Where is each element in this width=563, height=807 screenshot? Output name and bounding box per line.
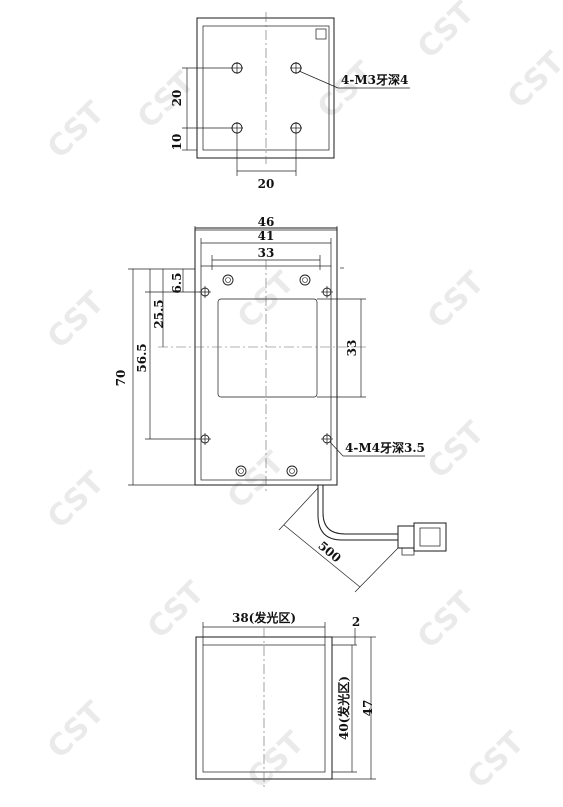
watermark-11: CST [421, 415, 492, 486]
top-view-dims-left: 20 10 [170, 67, 232, 151]
dim-side-height: 47 [361, 700, 375, 717]
dim-top-horizontal-spacing: 20 [258, 177, 275, 191]
watermark-1: CST [41, 95, 112, 166]
watermark-4: CST [411, 0, 482, 66]
dim-front-hole-spacing: 33 [258, 246, 275, 260]
dim-side-wall: 2 [352, 615, 360, 629]
small-hole-icon [222, 274, 234, 286]
top-view-holes [231, 62, 302, 134]
dim-front-height: 70 [114, 370, 128, 387]
small-hole-icon [235, 465, 247, 477]
front-view-dims-top: 46 41 33 [194, 215, 338, 270]
cable-line-2 [322, 485, 398, 535]
watermark-13: CST [411, 585, 482, 656]
watermark-5: CST [501, 45, 563, 116]
front-view-dims-left: 70 56.5 25.5 6.5 [114, 268, 200, 486]
watermark-16: CST [461, 725, 532, 796]
top-view-outline [196, 17, 335, 159]
callout-m3: 4-M3牙深4 [341, 72, 408, 87]
callout-m4: 4-M4牙深3.5 [345, 440, 425, 455]
watermark-7: CST [231, 265, 302, 336]
connector-housing [413, 522, 447, 552]
watermark-14: CST [41, 695, 112, 766]
connector-latch [401, 547, 415, 556]
watermark-15: CST [241, 725, 312, 796]
dim-front-width-outer: 46 [258, 215, 275, 229]
dim-top-vertical-spacing: 20 [170, 90, 184, 107]
side-view-dims-right: 40(发光区) 47 [332, 636, 376, 780]
dim-front-window: 33 [345, 340, 359, 357]
dim-front-top-offset: 6.5 [170, 273, 184, 294]
watermark-6: CST [41, 285, 112, 356]
top-view-dims-bottom: 20 [236, 133, 297, 191]
connector-body [397, 525, 415, 549]
watermark-12: CST [141, 575, 212, 646]
dim-cable-length: 500 [315, 539, 343, 566]
connector-inner [419, 527, 441, 547]
dim-front-width-mid: 41 [258, 229, 275, 243]
watermark-8: CST [421, 265, 492, 336]
front-view-callout: 4-M4牙深3.5 [329, 440, 425, 457]
top-view: 20 10 20 4-M3牙深4 [170, 12, 410, 191]
watermark-3: CST [311, 55, 382, 126]
top-view-callout: 4-M3牙深4 [298, 70, 410, 89]
small-hole-icon [299, 274, 311, 286]
dim-front-center-offset: 25.5 [152, 299, 166, 328]
small-hole-icon [286, 465, 298, 477]
top-view-notch [315, 28, 327, 40]
watermark-9: CST [41, 465, 112, 536]
front-view-dims-right: 33 [317, 267, 366, 398]
watermark-layer: CST CST CST CST CST CST CST CST CST CST … [41, 0, 563, 796]
side-view-dims-top: 38(发光区) 2 [202, 610, 360, 645]
cable-line-1 [317, 485, 398, 541]
front-view-window [217, 298, 318, 398]
dim-side-emitting-width: 38(发光区) [232, 610, 296, 625]
side-view: 38(发光区) 2 40(发光区) 47 [195, 610, 376, 790]
cable-assembly [317, 485, 447, 556]
watermark-2: CST [131, 65, 202, 136]
dim-side-emitting-height: 40(发光区) [336, 676, 351, 740]
dim-front-hole-vertical: 56.5 [135, 343, 149, 372]
front-view-holes [199, 274, 333, 477]
dim-top-edge-offset: 10 [170, 134, 184, 151]
